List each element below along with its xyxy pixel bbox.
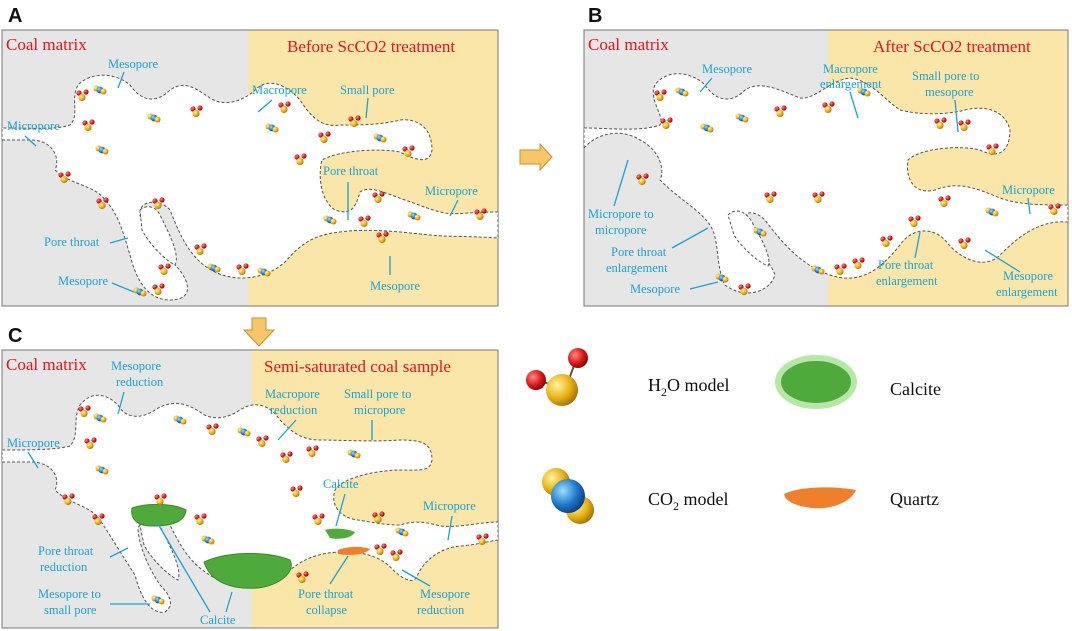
co2-legend-label: CO2 model [648,489,729,513]
h2o-legend-label: H2O model [648,375,730,399]
label-pore-throat-collapse: collapse [306,603,347,617]
label-mesopore: Mesopore [630,282,680,296]
panel-c: C Coal matrix Semi-saturated coal sample… [1,325,499,629]
label-mesopore: Mesopore [702,62,752,76]
label-pore-throat-enlargement: enlargement [606,261,668,275]
panel-letter: B [588,5,602,27]
label-pore-throat-enlargement: Pore throat [878,258,934,272]
calcite-deposit [325,528,355,539]
coal-matrix-label: Coal matrix [6,355,87,374]
label-mesopore-to-small-pore: small pore [44,603,97,617]
label-pore-throat: Pore throat [44,235,100,249]
panel-title: After ScCO2 treatment [873,37,1031,56]
label-pore-throat-collapse: Pore throat [298,587,354,601]
transition-arrow [242,317,276,347]
label-micropore: Micropore [425,184,478,198]
label-macropore-enlargement: Macropore [823,62,878,76]
quartz-legend-label: Quartz [890,489,939,509]
panel-a: A Coal matrix Before ScCO2 treatment Mes… [1,5,499,307]
label-macropore-enlargement: enlargement [820,77,882,91]
quartz-icon [784,487,856,509]
label-pore-throat-enlargement: Pore throat [611,245,667,259]
panel-title: Semi-saturated coal sample [264,357,451,376]
calcite-legend-label: Calcite [890,379,941,399]
annotation-arrows [24,71,459,293]
quartz-deposit [338,546,370,555]
calcite-icon [775,355,857,409]
label-small-pore-to-micropore: Small pore to [344,387,411,401]
pore-throat-island [727,210,770,267]
label-small-pore-to-micropore: micropore [354,403,406,417]
label-small-pore: Small pore [340,83,395,97]
calcite-deposit [203,553,292,589]
label-micropore: Micropore [1002,183,1055,197]
co2-model-icon [542,468,594,524]
panel-letter: A [8,5,22,27]
label-macropore-reduction: reduction [270,403,318,417]
label-micropore: Micropore [7,119,60,133]
label-mesopore-reduction: Mesopore [111,359,161,373]
label-mesopore: Mesopore [108,57,158,71]
pore-network [1,74,499,301]
panel-b: B Coal matrix After ScCO2 treatment Meso… [583,5,1069,307]
label-mesopore-reduction: reduction [417,603,465,617]
label-calcite: Calcite [200,613,236,627]
legend: H2O model Calcite CO2 model Quartz [526,348,941,524]
annotation-arrows [27,391,453,613]
coal-matrix-label: Coal matrix [6,35,87,54]
label-mesopore: Mesopore [370,279,420,293]
label-small-pore-to-mesopore: Small pore to [912,69,979,83]
pore-network [1,394,499,613]
label-mesopore-reduction: reduction [116,375,164,389]
label-micropore: Micropore [423,499,476,513]
label-calcite: Calcite [323,477,359,491]
label-pore-throat: Pore throat [323,164,379,178]
label-micropore: Micropore [7,436,60,450]
label-small-pore-to-mesopore: mesopore [925,85,974,99]
label-mesopore-enlargement: enlargement [996,285,1058,299]
transition-arrow [519,142,553,172]
label-mesopore-enlargement: Mesopore [1003,269,1053,283]
panel-letter: C [8,325,22,347]
label-mesopore-to-small-pore: Mesopore to [38,587,101,601]
label-mesopore: Mesopore [58,274,108,288]
label-macropore-reduction: Macropore [265,387,320,401]
coal-matrix-label: Coal matrix [588,35,669,54]
label-mesopore-reduction: Mesopore [420,587,470,601]
label-pore-throat-reduction: Pore throat [38,544,94,558]
label-micropore-to-micropore: micropore [595,223,647,237]
label-pore-throat-reduction: reduction [40,560,88,574]
h2o-model-icon [526,348,588,406]
pore-throat-island [139,206,177,266]
annotation-arrows [613,77,1031,290]
panel-title: Before ScCO2 treatment [287,37,455,56]
label-pore-throat-enlargement: enlargement [876,274,938,288]
label-macropore: Macropore [252,83,307,97]
label-micropore-to-micropore: Micropore to [588,207,654,221]
